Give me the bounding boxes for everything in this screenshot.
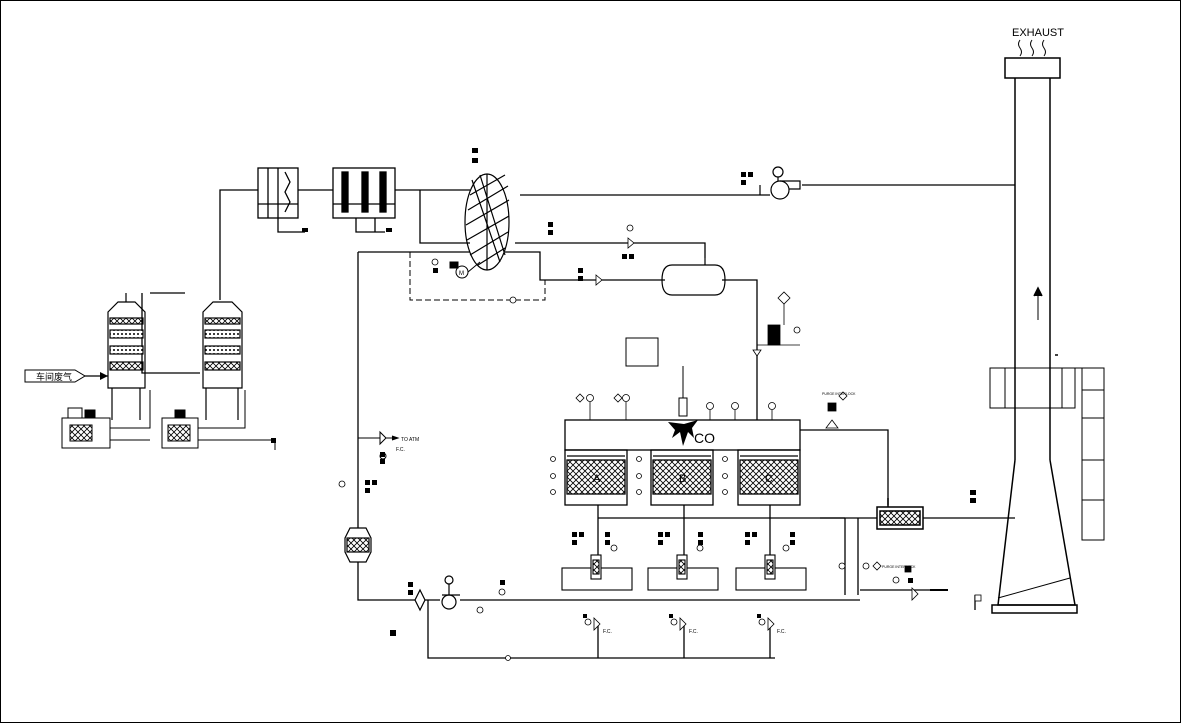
fc-label-vent: F.C.	[396, 447, 405, 453]
rto-valve-boxes	[561, 554, 807, 591]
dry-filter-1	[257, 167, 305, 233]
circulation-tank-2	[161, 390, 276, 450]
co-label: CO	[694, 430, 715, 446]
scrubber-tower-1	[107, 293, 146, 420]
exhaust-stack	[991, 57, 1078, 614]
circulation-tank-1	[61, 390, 151, 449]
exhaust-label: EXHAUST	[1012, 27, 1064, 39]
bed-side-instruments	[550, 456, 728, 495]
piping	[141, 184, 1015, 659]
bypass-dashed-line	[409, 252, 546, 301]
bed-a-label: A	[593, 473, 601, 485]
atm-vent	[358, 430, 400, 460]
bed-b-label: B	[679, 473, 686, 485]
instrument-tags	[271, 148, 976, 636]
circulation-pump	[414, 575, 460, 612]
burner-flame	[625, 337, 698, 446]
zeolite-rotor	[464, 173, 510, 271]
svg-text:M: M	[459, 271, 464, 277]
pipe-valves	[338, 224, 982, 661]
heat-exchanger	[876, 498, 924, 530]
purge-interlock-top	[825, 391, 848, 429]
lel-analyzer	[752, 291, 801, 357]
scrubber-tower-2	[202, 301, 243, 420]
workshop-gas-inlet	[24, 369, 108, 383]
to-atm-label: TO ATM	[401, 437, 419, 443]
dry-filter-2	[332, 167, 396, 233]
bottom-valve-symbols	[584, 617, 775, 631]
fc-label-a: F.C.	[603, 629, 612, 635]
exhaust-fan	[759, 166, 801, 200]
purge-interlock-label-top: PURGE INTERLOCK	[822, 392, 856, 396]
exhaust-wavy-lines	[1018, 39, 1046, 57]
purge-interlock-label-right: PURGE INTERLOCK	[882, 565, 916, 569]
buffer-tank	[661, 258, 726, 296]
fc-label-b: F.C.	[689, 629, 698, 635]
rto-top-gauges	[575, 393, 776, 420]
workshop-gas-label: 车间废气	[36, 371, 72, 382]
purge-interlock-right	[862, 561, 948, 601]
bed-c-label: C	[765, 473, 773, 485]
inline-filter	[344, 527, 372, 563]
rotor-drive-motor: M	[449, 261, 481, 279]
fc-label-c: F.C.	[777, 629, 786, 635]
stack-heat-fins	[989, 367, 1105, 541]
rto-chamber	[564, 419, 801, 506]
